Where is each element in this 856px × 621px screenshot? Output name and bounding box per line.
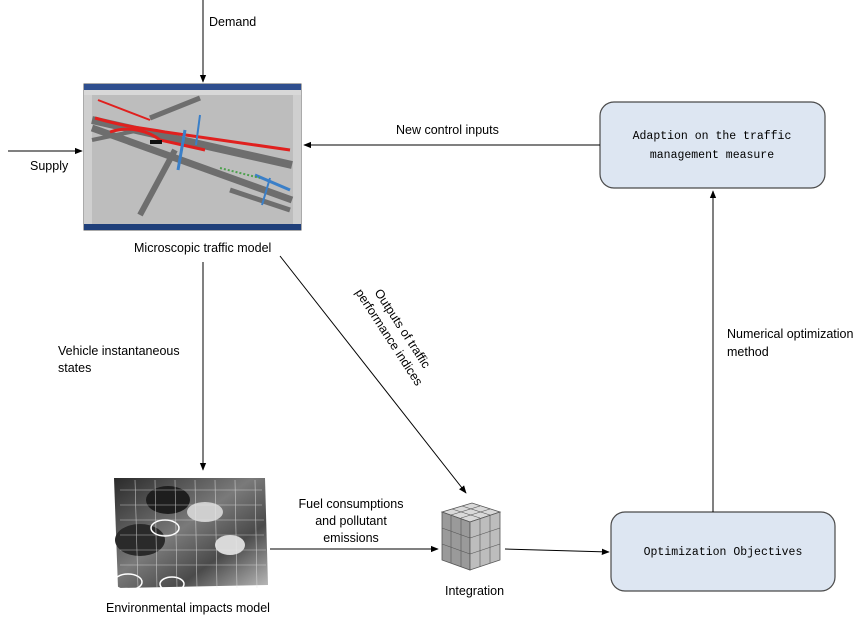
supply-label: Supply (30, 159, 69, 173)
demand-label: Demand (209, 15, 256, 29)
optimization-objectives-label: Optimization Objectives (644, 546, 803, 559)
fuel-label-line2: and pollutant (315, 514, 387, 528)
vehicle-states-label-line1: Vehicle instantaneous (58, 344, 180, 358)
microscopic-model-label: Microscopic traffic model (134, 241, 271, 255)
optimization-objectives-box: Optimization Objectives (610, 511, 836, 592)
integration-cube-icon (440, 502, 502, 571)
outputs-arrow (279, 255, 467, 494)
traffic-model-screenshot-icon (83, 83, 302, 231)
adaption-box-line2: management measure (650, 149, 774, 162)
fuel-label-line1: Fuel consumptions (299, 497, 404, 511)
integration-label: Integration (445, 584, 504, 598)
integration-to-objectives-arrow (504, 548, 610, 555)
environmental-surface-map-icon (113, 478, 268, 592)
fuel-label-line3: emissions (323, 531, 379, 545)
environmental-model-label: Environmental impacts model (106, 601, 270, 615)
adaption-box: Adaption on the traffic management measu… (599, 101, 826, 189)
numerical-optimization-label-line1: Numerical optimization (727, 327, 853, 341)
numerical-optimization-label-line2: method (727, 345, 769, 359)
new-control-inputs-label: New control inputs (396, 123, 499, 137)
adaption-box-line1: Adaption on the traffic (633, 130, 792, 143)
vehicle-states-label-line2: states (58, 361, 91, 375)
